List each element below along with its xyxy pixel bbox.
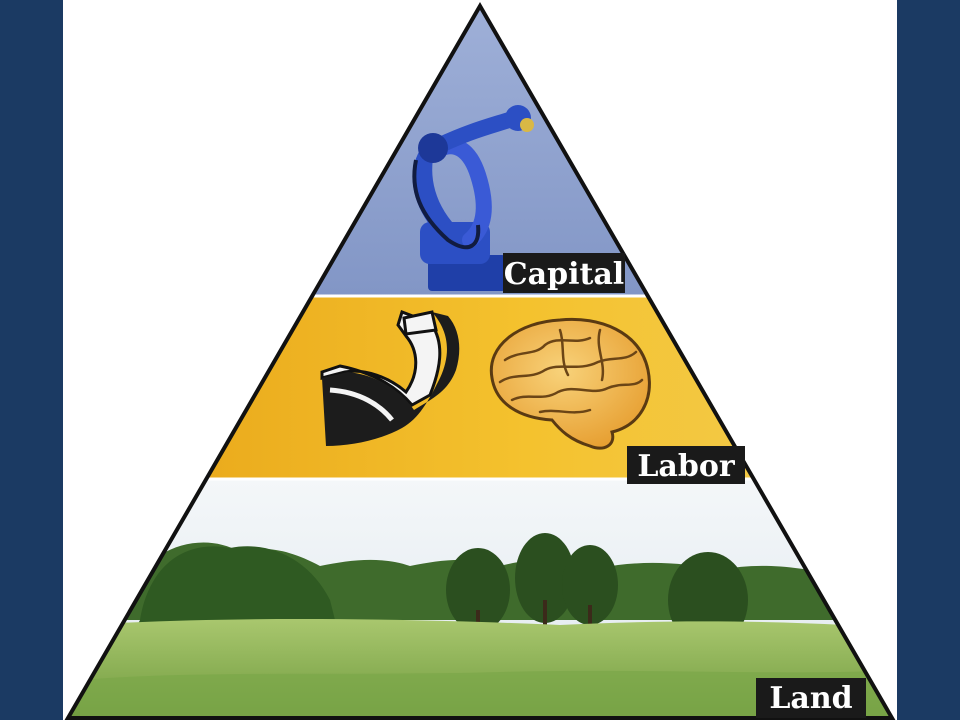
brain-icon	[489, 317, 651, 450]
land-label-box: Land	[756, 678, 866, 718]
labor-label: Labor	[637, 449, 736, 484]
pyramid-outline	[64, 2, 896, 720]
land-tier-photo	[68, 479, 892, 718]
labor-tier-band	[68, 296, 892, 479]
flexed-arm-icon	[320, 310, 460, 446]
capital-label: Capital	[504, 257, 624, 292]
capital-label-box: Capital	[503, 253, 625, 293]
labor-label-box: Labor	[627, 446, 745, 484]
robot-arm-icon	[412, 105, 534, 291]
land-label: Land	[769, 681, 852, 716]
